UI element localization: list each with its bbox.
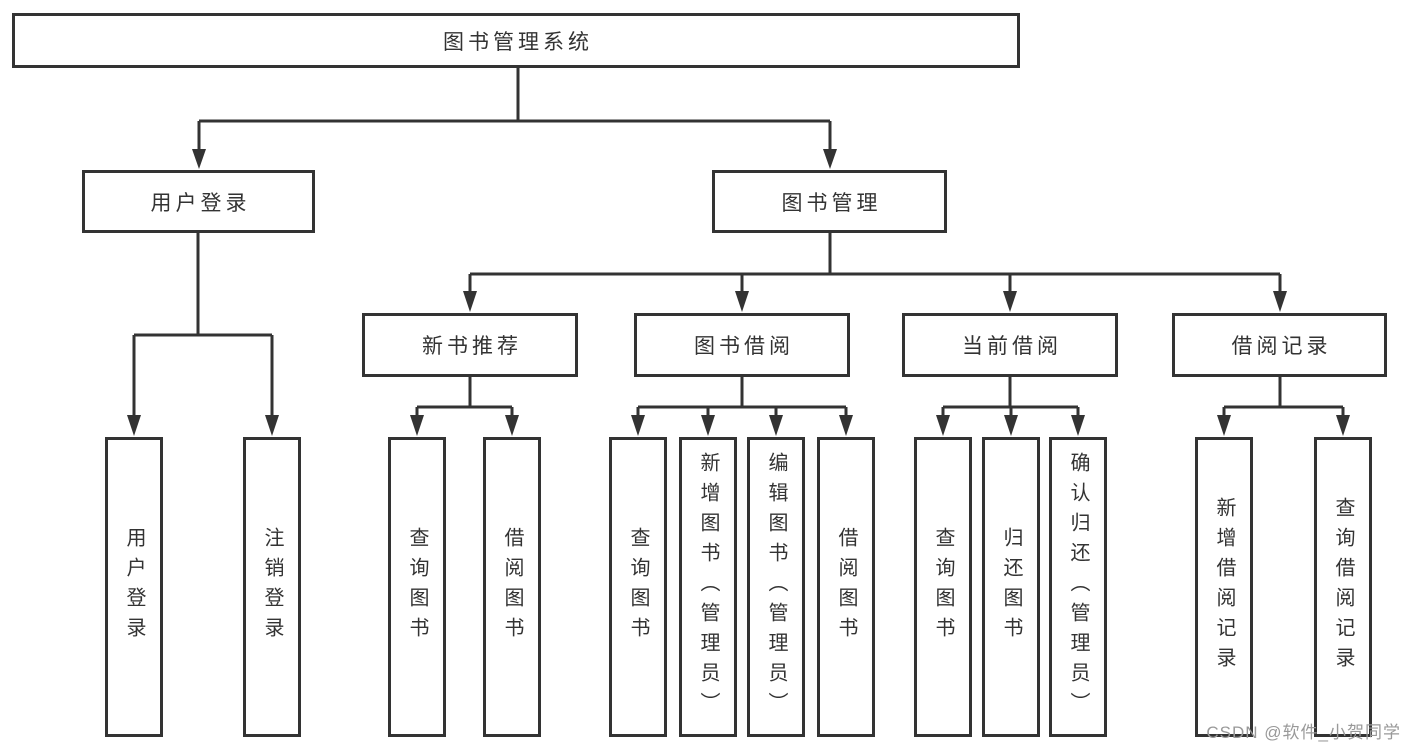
node-new-books: 新书推荐 xyxy=(362,313,578,377)
edge-current-borrow-children xyxy=(936,377,1085,436)
leaf-records-add: 新增借阅记录 xyxy=(1195,437,1253,737)
leaf-current-return: 归还图书 xyxy=(982,437,1040,737)
leaf-bookborrow-borrow: 借阅图书 xyxy=(817,437,875,737)
leaf-bookborrow-add: 新增图书（管理员） xyxy=(679,437,737,737)
leaf-newbooks-query: 查询图书 xyxy=(388,437,446,737)
edge-new-books-children xyxy=(410,377,519,436)
node-user-login: 用户登录 xyxy=(82,170,315,233)
leaf-current-query: 查询图书 xyxy=(914,437,972,737)
leaf-records-query: 查询借阅记录 xyxy=(1314,437,1372,737)
leaf-newbooks-borrow: 借阅图书 xyxy=(483,437,541,737)
leaf-current-confirm-return: 确认归还（管理员） xyxy=(1049,437,1107,737)
leaf-bookborrow-edit: 编辑图书（管理员） xyxy=(747,437,805,737)
node-book-management: 图书管理 xyxy=(712,170,947,233)
node-root: 图书管理系统 xyxy=(12,13,1020,68)
edge-book-borrow-children xyxy=(631,377,853,436)
leaf-user-login: 用户登录 xyxy=(105,437,163,737)
edge-user-login-children xyxy=(127,233,279,436)
leaf-logout: 注销登录 xyxy=(243,437,301,737)
edge-borrow-records-children xyxy=(1217,377,1350,436)
node-book-borrow: 图书借阅 xyxy=(634,313,850,377)
watermark: CSDN @软件_小贺同学 xyxy=(1206,723,1401,742)
edge-book-mgmt-children xyxy=(463,233,1287,312)
edge-root-to-level2 xyxy=(192,66,837,169)
node-current-borrow: 当前借阅 xyxy=(902,313,1118,377)
node-borrow-records: 借阅记录 xyxy=(1172,313,1387,377)
leaf-bookborrow-query: 查询图书 xyxy=(609,437,667,737)
